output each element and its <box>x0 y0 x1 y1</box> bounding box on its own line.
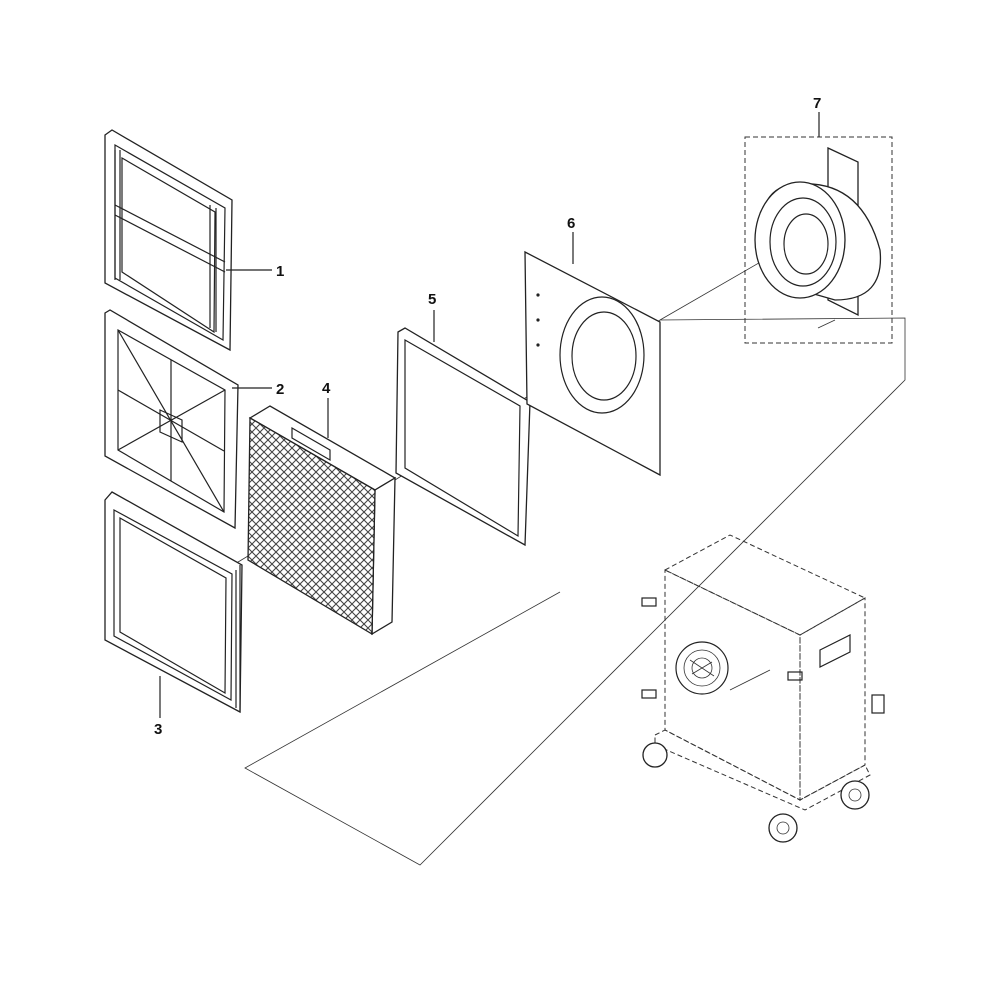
assembled-unit <box>641 534 885 843</box>
part-7-fan-unit <box>744 136 893 344</box>
callout-6: 6 <box>567 215 575 232</box>
callout-7: 7 <box>813 95 821 112</box>
part-4-hepa-filter <box>247 405 397 636</box>
leader-lines <box>159 112 820 718</box>
callout-3: 3 <box>154 721 162 738</box>
callout-1: 1 <box>276 263 284 280</box>
part-6-mounting-plate <box>524 250 661 477</box>
part-5-gasket <box>395 327 531 547</box>
part-1-frame <box>104 129 233 352</box>
callout-4: 4 <box>322 380 331 397</box>
callout-5: 5 <box>428 291 436 308</box>
callouts: 1 2 3 4 5 6 7 <box>154 95 821 738</box>
part-3-holder-frame <box>104 491 243 714</box>
part-2-prefilter <box>104 309 239 530</box>
callout-2: 2 <box>276 381 284 398</box>
